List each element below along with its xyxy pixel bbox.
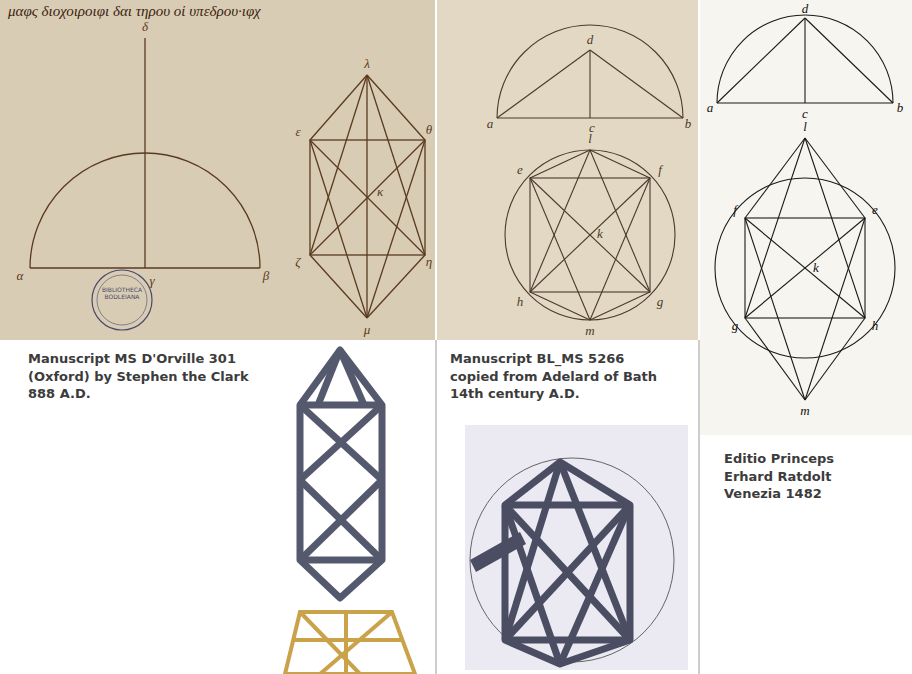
point-letter: l bbox=[803, 120, 807, 134]
point-letter: e bbox=[517, 163, 523, 177]
point-letter: ζ bbox=[295, 255, 300, 269]
model-photo bbox=[465, 425, 688, 670]
point-letter: m bbox=[585, 324, 594, 338]
figure bbox=[30, 38, 425, 318]
parchment bbox=[437, 0, 698, 340]
point-letter: h bbox=[872, 319, 879, 333]
divider bbox=[699, 340, 700, 674]
point-letter: β bbox=[263, 269, 269, 283]
model-photo bbox=[300, 350, 382, 598]
point-letter: k bbox=[813, 261, 819, 275]
library-stamp bbox=[97, 275, 147, 325]
caption: Manuscript BL_MS 5266 copied from Adelar… bbox=[450, 350, 665, 403]
point-letter: μ bbox=[364, 323, 371, 337]
point-letter: d bbox=[587, 33, 594, 47]
point-letter: η bbox=[426, 255, 432, 269]
point-letter: d bbox=[802, 2, 809, 16]
point-letter: e bbox=[872, 203, 878, 217]
manuscript-text: μαφς διοχοιροιφι δαι τηρου οἱ υπεδρου·ιφ… bbox=[8, 3, 261, 20]
stamp-text: BIBLIOTHECA BODLEIANA bbox=[98, 287, 146, 300]
divider bbox=[436, 340, 437, 674]
point-letter: a bbox=[487, 117, 494, 131]
point-letter: g bbox=[657, 295, 664, 309]
point-letter: ε bbox=[295, 125, 300, 139]
point-letter: α bbox=[17, 269, 24, 283]
point-letter: m bbox=[800, 404, 809, 418]
point-letter: k bbox=[597, 227, 603, 241]
point-letter: l bbox=[588, 132, 592, 146]
point-letter: κ bbox=[377, 185, 383, 199]
figure bbox=[497, 25, 683, 320]
point-letter: θ bbox=[426, 123, 432, 137]
paper bbox=[700, 0, 912, 435]
library-stamp bbox=[92, 270, 152, 330]
gold-model bbox=[285, 612, 415, 674]
point-letter: λ bbox=[364, 57, 370, 71]
point-letter: g bbox=[732, 319, 739, 333]
point-letter: γ bbox=[149, 274, 154, 288]
point-letter: h bbox=[517, 295, 524, 309]
point-letter: f bbox=[733, 203, 737, 217]
caption: Manuscript MS D'Orville 301 (Oxford) by … bbox=[28, 350, 268, 403]
point-letter: δ bbox=[142, 20, 148, 34]
caption: Editio Princeps Erhard Ratdolt Venezia 1… bbox=[724, 450, 854, 503]
point-letter: f bbox=[658, 163, 662, 177]
point-letter: a bbox=[707, 101, 714, 115]
parchment bbox=[0, 0, 435, 340]
holder bbox=[470, 532, 526, 572]
point-letter: b bbox=[897, 101, 904, 115]
point-letter: b bbox=[685, 117, 692, 131]
model-shadow bbox=[505, 462, 630, 664]
figure bbox=[715, 15, 895, 400]
